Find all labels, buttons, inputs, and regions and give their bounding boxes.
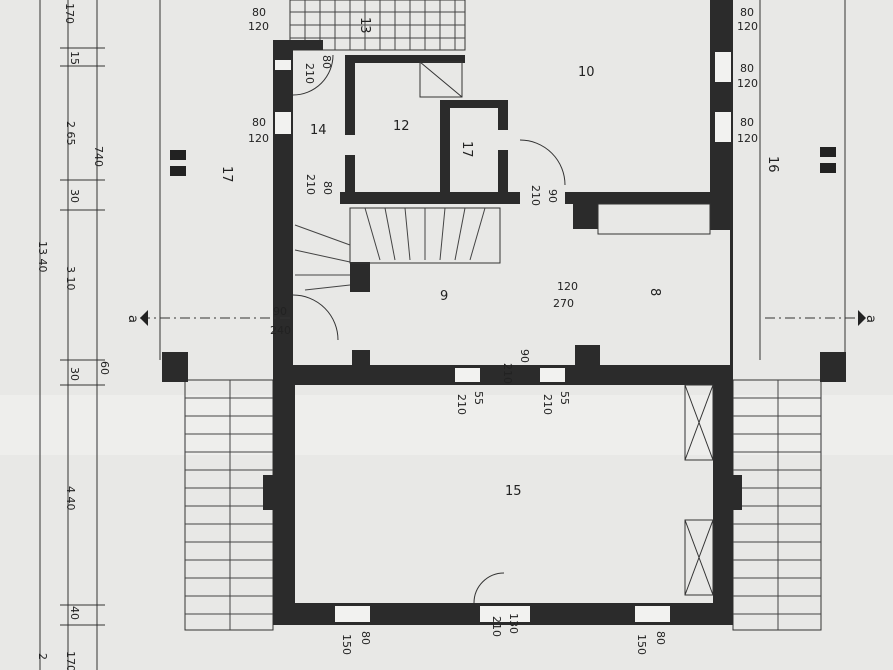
svg-text:270: 270 [553, 297, 574, 310]
svg-text:150: 150 [340, 634, 353, 655]
opening-dimensions: 80 120 80 120 80 120 80 120 80 120 80 21… [248, 6, 758, 655]
room-8-label: 8 [647, 288, 662, 296]
svg-text:80: 80 [740, 116, 754, 129]
svg-text:30: 30 [68, 367, 81, 381]
left-vent-2 [170, 166, 186, 176]
svg-text:80: 80 [321, 181, 334, 195]
svg-text:210: 210 [490, 616, 503, 637]
svg-text:210: 210 [501, 363, 514, 384]
svg-text:90: 90 [546, 189, 559, 203]
svg-text:13 40: 13 40 [36, 241, 49, 273]
left-dimension-lines [39, 0, 161, 670]
scan-band [0, 395, 893, 455]
svg-text:740: 740 [92, 146, 105, 167]
room-14-label: 14 [310, 123, 327, 138]
walls [162, 0, 846, 625]
door-swings [292, 54, 566, 604]
right-vent-1 [820, 147, 836, 157]
left-dimension-labels: 13 40 740 170 15 2 65 30 3 10 30 60 4 40… [36, 3, 111, 670]
svg-text:90: 90 [273, 305, 287, 318]
svg-text:80: 80 [252, 116, 266, 129]
svg-text:40: 40 [68, 606, 81, 620]
svg-text:170: 170 [64, 651, 77, 670]
room-17b-label: 17 [459, 141, 474, 158]
svg-text:210: 210 [304, 174, 317, 195]
right-vent-2 [820, 163, 836, 173]
shower-box [419, 61, 463, 98]
section-lines [140, 310, 866, 326]
room-12-label: 12 [393, 119, 410, 134]
shower-diagonal [419, 61, 463, 98]
svg-text:210: 210 [303, 63, 316, 84]
svg-text:210: 210 [455, 394, 468, 415]
left-vent-1 [170, 150, 186, 160]
svg-text:2: 2 [36, 653, 49, 660]
svg-text:210: 210 [541, 394, 554, 415]
svg-text:55: 55 [558, 391, 571, 405]
svg-text:240: 240 [270, 324, 291, 337]
svg-text:60: 60 [98, 361, 111, 375]
svg-text:80: 80 [320, 55, 333, 69]
svg-text:120: 120 [557, 280, 578, 293]
main-staircase [294, 207, 501, 291]
room-9-label: 9 [440, 289, 448, 304]
room-15-label: 15 [505, 484, 522, 499]
svg-text:15: 15 [68, 51, 81, 65]
svg-text:210: 210 [529, 185, 542, 206]
room-17-label: 17 [219, 166, 234, 183]
svg-text:80: 80 [359, 631, 372, 645]
room-15-cabinets [684, 384, 714, 596]
svg-text:130: 130 [507, 613, 520, 634]
svg-text:120: 120 [248, 132, 269, 145]
svg-text:80: 80 [740, 62, 754, 75]
section-marker-left: a [125, 315, 140, 323]
room-13-label: 13 [357, 17, 372, 34]
svg-text:55: 55 [472, 391, 485, 405]
svg-text:80: 80 [740, 6, 754, 19]
svg-text:4 40: 4 40 [64, 486, 77, 511]
room-10-label: 10 [578, 65, 595, 80]
svg-text:170: 170 [63, 3, 76, 24]
svg-text:120: 120 [737, 132, 758, 145]
room-8-counter [597, 203, 711, 235]
room-16-label: 16 [765, 156, 780, 173]
svg-text:80: 80 [654, 631, 667, 645]
window-openings [275, 52, 731, 622]
svg-text:120: 120 [737, 20, 758, 33]
svg-text:2 65: 2 65 [64, 121, 77, 146]
svg-text:30: 30 [68, 189, 81, 203]
section-marker-right: a [863, 315, 878, 323]
svg-text:90: 90 [518, 349, 531, 363]
svg-text:120: 120 [737, 77, 758, 90]
svg-text:150: 150 [635, 634, 648, 655]
svg-text:3 10: 3 10 [64, 266, 77, 291]
svg-text:120: 120 [248, 20, 269, 33]
svg-text:80: 80 [252, 6, 266, 19]
